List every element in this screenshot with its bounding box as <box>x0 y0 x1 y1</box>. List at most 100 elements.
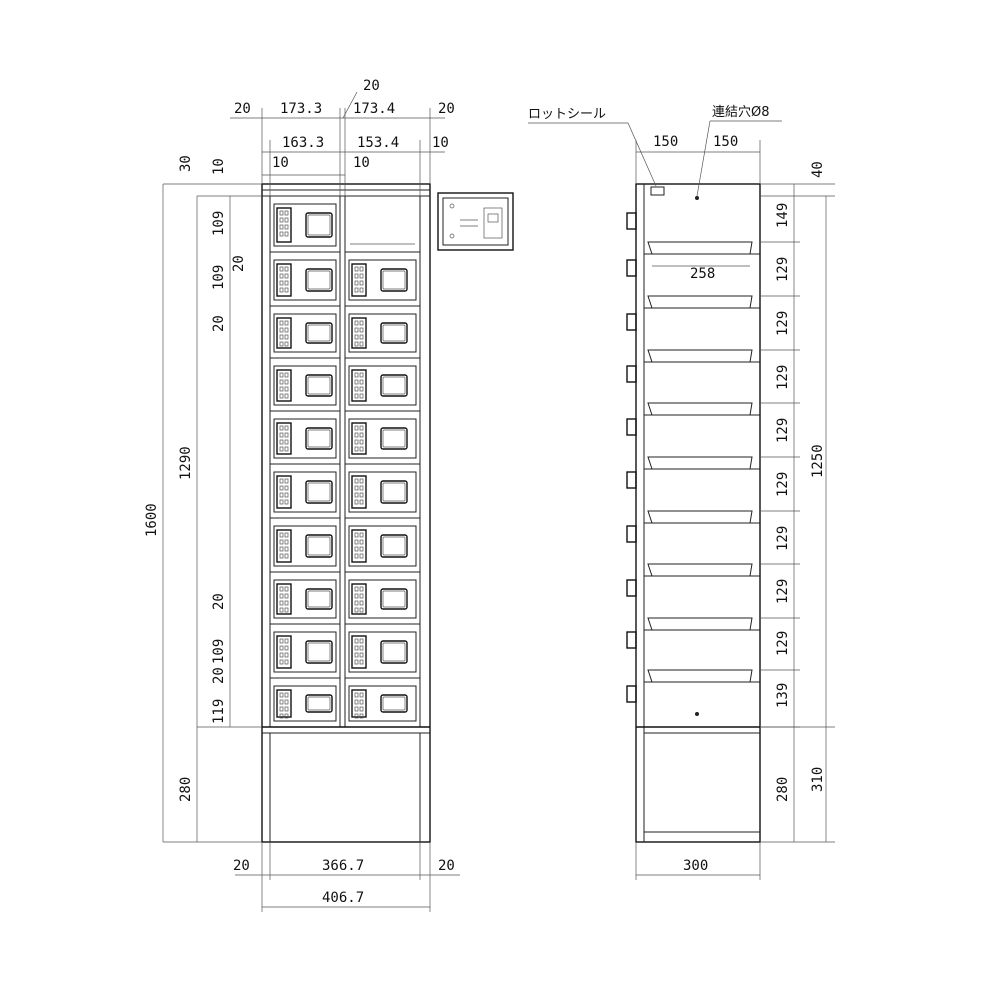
dim-gap-20-c: 20 <box>211 593 227 610</box>
link-hole-label: 連結穴Ø8 <box>712 105 770 120</box>
dim-left-10: 10 <box>272 155 289 171</box>
lot-seal-label: ロットシール <box>528 107 606 122</box>
keypad-lock-icon <box>276 475 292 509</box>
dim-side-139: 139 <box>775 683 791 708</box>
link-hole-bottom <box>695 712 699 716</box>
side-shelf <box>644 349 760 363</box>
front-top-dimensions: 20 20 173.3 173.4 20 163.3 153.4 10 10 1… <box>230 78 455 196</box>
dim-side-129: 129 <box>775 257 791 282</box>
side-lock-stub <box>626 365 637 383</box>
side-shelf <box>644 241 760 255</box>
dim-top-30: 30 <box>178 155 194 172</box>
locker-door <box>348 313 417 353</box>
dim-top-gap-20: 20 <box>363 78 380 94</box>
keypad-lock-icon <box>351 583 367 615</box>
keypad-lock-icon <box>351 263 367 297</box>
dim-side-129: 129 <box>775 579 791 604</box>
dim-bottom-366-7: 366.7 <box>322 858 364 874</box>
side-lock-stub <box>626 685 637 703</box>
dim-gap-20-d: 20 <box>211 667 227 684</box>
dim-side-129: 129 <box>775 526 791 551</box>
keypad-lock-icon <box>276 689 292 719</box>
locker-door <box>273 259 337 301</box>
dim-side-149: 149 <box>775 203 791 228</box>
dim-side-129: 129 <box>775 365 791 390</box>
dim-top-10: 10 <box>211 158 227 175</box>
keypad-lock-icon <box>351 317 367 349</box>
dim-side-depth-300: 300 <box>683 858 708 874</box>
side-129-labels: 129 129 129 129 129 129 129 129 <box>775 257 791 656</box>
dim-base-280: 280 <box>178 777 194 802</box>
locker-door <box>348 631 417 673</box>
dim-163-3: 163.3 <box>282 135 324 151</box>
locker-door <box>348 525 417 567</box>
side-shelf-group <box>626 212 760 703</box>
dim-door-109-a: 109 <box>211 211 227 236</box>
side-lock-stub <box>626 579 637 597</box>
side-lock-stub <box>626 418 637 436</box>
locker-door <box>348 418 417 459</box>
dim-173-3: 173.3 <box>280 101 322 117</box>
keypad-lock-icon <box>276 583 292 615</box>
locker-door <box>273 685 337 722</box>
dim-left-20: 20 <box>234 101 251 117</box>
front-left-dimensions: 30 10 1600 1290 280 109 20 109 20 20 109… <box>144 155 262 843</box>
dim-shelf-258: 258 <box>690 266 715 282</box>
dim-side-280: 280 <box>775 777 791 802</box>
side-shelf <box>644 617 760 631</box>
dim-right-10: 10 <box>432 135 449 151</box>
keypad-lock-icon <box>276 529 292 563</box>
locker-door <box>273 203 337 247</box>
dim-bottom-right-20: 20 <box>438 858 455 874</box>
locker-door <box>273 313 337 353</box>
keypad-lock-icon <box>276 635 292 669</box>
keypad-lock-icon <box>351 369 367 402</box>
side-shelf <box>644 669 760 683</box>
front-door-grid <box>270 203 420 722</box>
side-shelf <box>644 295 760 309</box>
locker-door <box>273 365 337 406</box>
front-body-outline <box>261 183 431 843</box>
dim-bottom-406-7: 406.7 <box>322 890 364 906</box>
keypad-lock-icon <box>276 263 292 297</box>
locker-door <box>348 471 417 513</box>
dim-side-129: 129 <box>775 472 791 497</box>
dim-side-129: 129 <box>775 631 791 656</box>
keypad-lock-icon <box>276 422 292 455</box>
dim-door-1290: 1290 <box>178 446 194 480</box>
dim-173-4: 173.4 <box>353 101 395 117</box>
dim-door-109-b: 109 <box>211 265 227 290</box>
locker-door <box>348 579 417 619</box>
dim-side-top-150-b: 150 <box>713 134 738 150</box>
locker-door <box>348 685 417 722</box>
dim-bottom-left-20: 20 <box>233 858 250 874</box>
locker-door <box>348 365 417 406</box>
dim-153-4: 153.4 <box>357 135 399 151</box>
dim-side-310: 310 <box>810 767 826 792</box>
dim-side-129: 129 <box>775 311 791 336</box>
locker-door <box>348 259 417 301</box>
keypad-lock-icon <box>276 369 292 402</box>
side-lock-stub <box>626 631 637 649</box>
side-shelf <box>644 456 760 470</box>
dim-door-109-c: 109 <box>211 639 227 664</box>
keypad-lock-icon <box>351 689 367 719</box>
dim-side-129: 129 <box>775 418 791 443</box>
front-view <box>261 183 431 843</box>
keypad-lock-icon <box>276 207 292 243</box>
control-panel <box>437 192 514 251</box>
front-bottom-dimensions: 20 366.7 20 406.7 <box>233 842 460 912</box>
side-bottom-dimensions: 300 <box>635 842 761 880</box>
dim-side-top-150-a: 150 <box>653 134 678 150</box>
locker-door <box>273 471 337 513</box>
side-lock-stub <box>626 471 637 489</box>
keypad-lock-icon <box>276 317 292 349</box>
side-top-dimensions: 150 150 258 <box>635 134 761 282</box>
dim-total-1600: 1600 <box>144 503 160 537</box>
side-labels: ロットシール 連結穴Ø8 <box>528 105 782 197</box>
keypad-lock-icon <box>351 475 367 509</box>
dim-gap-20-b: 20 <box>211 315 227 332</box>
dim-mid-10: 10 <box>353 155 370 171</box>
